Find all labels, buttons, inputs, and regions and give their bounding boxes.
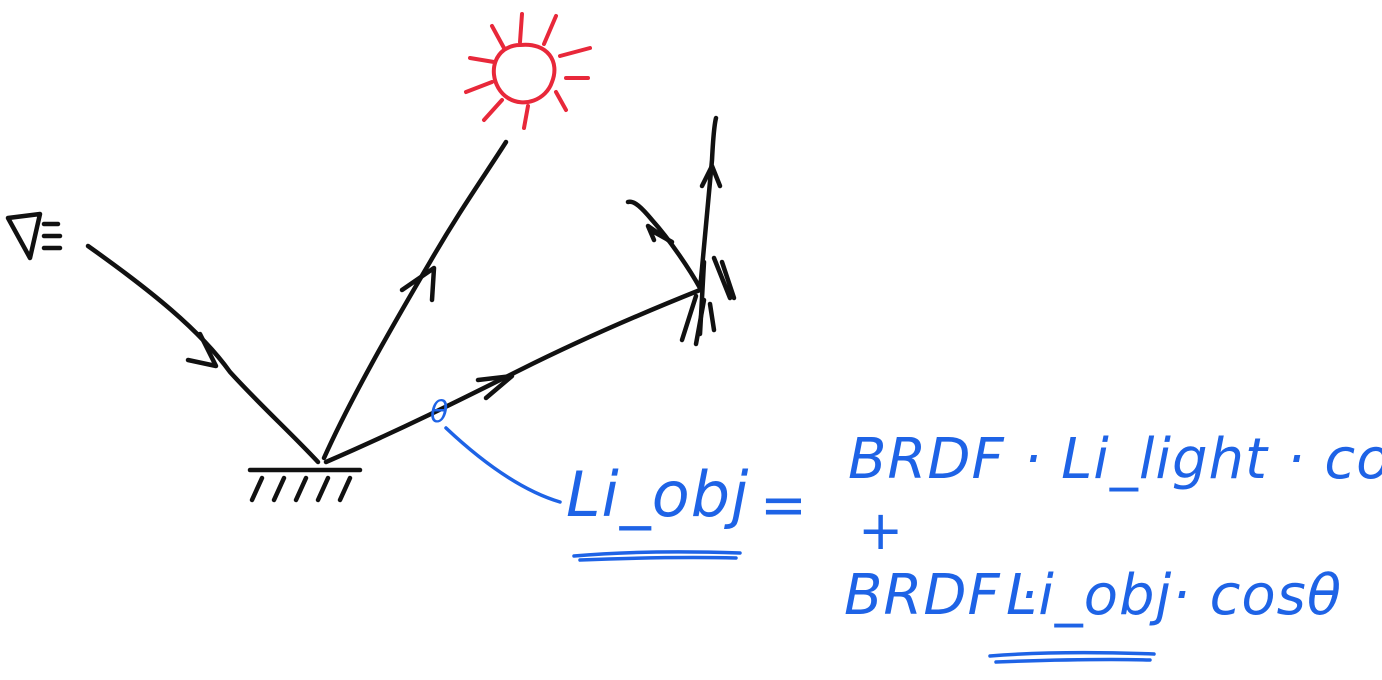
- equation-indirect-prefix: BRDF ·: [844, 563, 1039, 628]
- equation-plus: +: [858, 499, 904, 562]
- object-reflection-rays: [625, 115, 723, 293]
- object-hatch-icon: [679, 255, 737, 347]
- eye-icon: [5, 211, 63, 261]
- equation-indirect-recursive: Li_obj: [1006, 563, 1173, 628]
- view-ray: [85, 243, 321, 465]
- lhs-underline: [572, 550, 742, 562]
- angle-mark: θ: [430, 395, 449, 430]
- object-ray: [323, 287, 703, 465]
- light-ray: [321, 139, 509, 461]
- sun-icon: [464, 12, 592, 130]
- equation-indirect-suffix: · cosθ: [1172, 563, 1343, 628]
- equation-lhs: Li_obj: [566, 458, 750, 531]
- equation-direct-term: BRDF · Li_light · cosθ: [848, 427, 1382, 492]
- surface-hatch-icon: [247, 467, 363, 503]
- annotation-leader: [444, 426, 562, 504]
- equation-equals: =: [760, 473, 807, 538]
- term2-underline: [988, 650, 1156, 664]
